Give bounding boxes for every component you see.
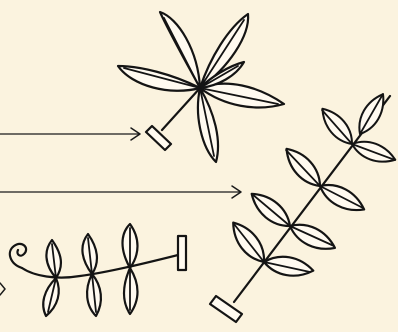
pinnate-leaflet — [280, 143, 327, 192]
pinnate-leaflet — [246, 187, 296, 233]
tendril-leaflet — [124, 268, 138, 314]
tendril-leaflet — [43, 278, 59, 316]
pinnate-leaflet — [262, 253, 314, 279]
tendril-curl — [10, 244, 26, 268]
pinnate-leaflet — [353, 90, 390, 138]
tendril-leaf-base — [178, 236, 186, 270]
tendril-leaflet — [87, 274, 101, 316]
palmate-compound-leaf — [118, 12, 284, 162]
pinnate-leaflet — [226, 217, 271, 267]
arrow-to-pinnate-leaf — [0, 186, 241, 198]
tendril-leaflet — [123, 224, 138, 268]
pinnate-leaf-base — [210, 296, 242, 322]
tendril-leaflet — [46, 240, 61, 278]
pinnate-compound-leaf — [210, 90, 398, 322]
palmate-leaflet — [200, 84, 284, 108]
tendril-leaflet — [82, 234, 97, 274]
palmate-leaf-base — [146, 126, 171, 150]
arrow-to-palmate-leaf — [0, 128, 140, 140]
arrow-to-tendril-leaf — [0, 283, 5, 295]
pinnate-leaflet — [316, 103, 358, 149]
palmate-leaflet — [118, 66, 200, 91]
curled-tendril-compound-leaf — [10, 224, 186, 316]
palmate-petiole — [162, 88, 200, 130]
palmate-leaflet — [198, 88, 218, 162]
